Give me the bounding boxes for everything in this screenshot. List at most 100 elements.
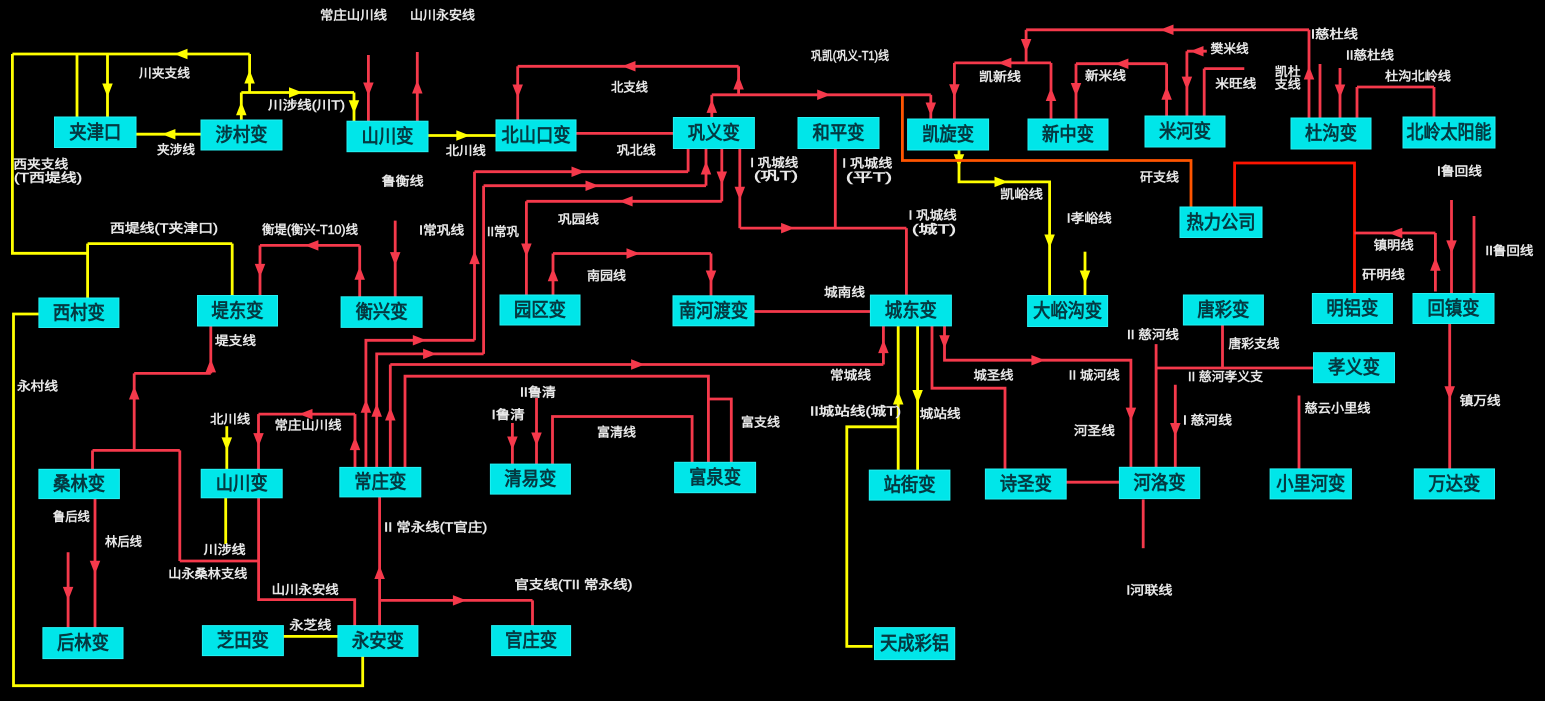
svg-text:南园线: 南园线 [587, 268, 627, 283]
svg-text:支线: 支线 [1275, 78, 1302, 92]
svg-text:山川变: 山川变 [362, 125, 414, 147]
svg-text:城东变: 城东变 [885, 300, 937, 322]
svg-text:(T西堤线): (T西堤线) [14, 171, 82, 185]
svg-text:米旺线: 米旺线 [1215, 77, 1257, 91]
svg-text:I慈杜线: I慈杜线 [1311, 27, 1359, 42]
svg-text:西村变: 西村变 [53, 302, 105, 324]
svg-text:巩北线: 巩北线 [617, 143, 657, 157]
svg-text:巩凯(巩义-T1)线: 巩凯(巩义-T1)线 [811, 49, 889, 63]
svg-text:米河变: 米河变 [1159, 121, 1211, 143]
svg-text:巩园线: 巩园线 [558, 213, 600, 227]
svg-text:I 巩城线: I 巩城线 [909, 209, 958, 223]
svg-text:唐彩支线: 唐彩支线 [1229, 336, 1280, 351]
svg-text:北川线: 北川线 [210, 413, 251, 427]
svg-text:回镇变: 回镇变 [1428, 298, 1480, 320]
svg-text:凯新线: 凯新线 [979, 69, 1022, 84]
svg-text:I河联线: I河联线 [1126, 583, 1173, 597]
svg-text:涉村变: 涉村变 [216, 124, 268, 146]
svg-text:山永桑林支线: 山永桑林支线 [168, 567, 248, 581]
svg-text:川涉线(川T): 川涉线(川T) [268, 99, 345, 113]
svg-text:富清线: 富清线 [597, 425, 637, 440]
svg-text:常庄山川线: 常庄山川线 [320, 8, 388, 23]
svg-text:芝田变: 芝田变 [217, 630, 269, 652]
svg-text:凯旋变: 凯旋变 [922, 124, 974, 146]
svg-text:I孝峪线: I孝峪线 [1067, 212, 1113, 226]
svg-text:II 慈河线: II 慈河线 [1127, 327, 1180, 342]
svg-text:鲁衡线: 鲁衡线 [382, 175, 425, 189]
svg-text:天成彩铝: 天成彩铝 [880, 633, 949, 655]
svg-text:I常巩线: I常巩线 [419, 224, 465, 238]
svg-text:新米线: 新米线 [1085, 68, 1127, 83]
svg-text:(城T): (城T) [912, 223, 956, 237]
svg-text:城站线: 城站线 [920, 407, 962, 421]
svg-text:永芝线: 永芝线 [289, 618, 332, 633]
svg-text:堤东变: 堤东变 [212, 300, 264, 322]
svg-text:站街变: 站街变 [884, 474, 936, 496]
svg-text:西夹支线: 西夹支线 [13, 157, 69, 171]
svg-text:万达变: 万达变 [1428, 473, 1480, 495]
svg-text:川涉线: 川涉线 [204, 543, 247, 557]
svg-text:镇万线: 镇万线 [1460, 394, 1502, 408]
svg-text:山川永安线: 山川永安线 [272, 582, 340, 597]
svg-text:桑林变: 桑林变 [53, 473, 105, 495]
svg-text:凯杜: 凯杜 [1275, 64, 1301, 79]
svg-text:山川变: 山川变 [216, 473, 268, 495]
svg-text:大峪沟变: 大峪沟变 [1033, 300, 1102, 322]
svg-text:II城站线(城T): II城站线(城T) [810, 404, 901, 418]
svg-text:官支线(TII 常永线): 官支线(TII 常永线) [514, 577, 632, 592]
svg-text:鲁后线: 鲁后线 [53, 510, 90, 524]
svg-text:II 城河线: II 城河线 [1069, 368, 1121, 382]
svg-text:镇明线: 镇明线 [1374, 239, 1415, 253]
svg-text:城南线: 城南线 [824, 285, 866, 300]
svg-text:常城线: 常城线 [830, 369, 872, 383]
svg-text:川夹支线: 川夹支线 [139, 67, 190, 81]
svg-text:园区变: 园区变 [514, 299, 566, 321]
svg-text:北岭太阳能: 北岭太阳能 [1407, 122, 1492, 144]
svg-text:II鲁回线: II鲁回线 [1485, 244, 1534, 258]
svg-text:唐彩变: 唐彩变 [1197, 299, 1249, 321]
svg-text:诗圣变: 诗圣变 [1000, 473, 1052, 495]
svg-text:I 巩城线: I 巩城线 [750, 156, 799, 170]
svg-text:热力公司: 热力公司 [1187, 211, 1256, 233]
svg-text:新中变: 新中变 [1042, 124, 1094, 146]
svg-text:巩义变: 巩义变 [688, 122, 740, 144]
svg-text:河圣线: 河圣线 [1074, 424, 1116, 438]
svg-text:南河渡变: 南河渡变 [679, 300, 748, 322]
svg-text:北支线: 北支线 [611, 81, 648, 95]
svg-text:(平T): (平T) [846, 171, 892, 185]
svg-text:(巩T): (巩T) [754, 169, 798, 183]
svg-text:凯峪线: 凯峪线 [1000, 188, 1044, 202]
svg-text:衡堤(衡兴-T10)线: 衡堤(衡兴-T10)线 [262, 223, 358, 237]
svg-text:小里河变: 小里河变 [1276, 473, 1345, 495]
svg-text:城圣线: 城圣线 [974, 369, 1015, 383]
svg-text:樊米线: 樊米线 [1211, 42, 1249, 56]
svg-text:衡兴变: 衡兴变 [356, 301, 408, 323]
svg-text:堤支线: 堤支线 [215, 334, 257, 348]
svg-text:夹津口: 夹津口 [69, 121, 121, 143]
svg-text:西堤线(T夹津口): 西堤线(T夹津口) [110, 222, 218, 236]
svg-text:永安变: 永安变 [352, 630, 404, 652]
svg-text:后林变: 后林变 [57, 632, 109, 654]
svg-text:矸明线: 矸明线 [1362, 268, 1406, 282]
svg-text:和平变: 和平变 [813, 122, 865, 144]
svg-text:林后线: 林后线 [105, 535, 142, 549]
svg-text:II常巩: II常巩 [487, 225, 519, 239]
svg-text:孝义变: 孝义变 [1328, 357, 1380, 379]
svg-text:杜沟北岭线: 杜沟北岭线 [1385, 69, 1452, 84]
svg-text:I 巩城线: I 巩城线 [842, 157, 893, 171]
svg-text:官庄变: 官庄变 [505, 630, 557, 652]
svg-text:富泉变: 富泉变 [689, 467, 741, 489]
svg-text:杜沟变: 杜沟变 [1305, 123, 1357, 145]
svg-text:河洛变: 河洛变 [1134, 472, 1186, 494]
svg-text:I鲁回线: I鲁回线 [1437, 165, 1483, 179]
svg-text:II 常永线(T官庄): II 常永线(T官庄) [384, 520, 487, 535]
svg-text:北川线: 北川线 [446, 144, 487, 158]
svg-text:常庄山川线: 常庄山川线 [275, 418, 343, 433]
svg-text:慈云小里线: 慈云小里线 [1305, 400, 1372, 415]
svg-text:山川永安线: 山川永安线 [410, 8, 476, 23]
svg-text:I 慈河线: I 慈河线 [1183, 412, 1233, 427]
svg-text:清易变: 清易变 [504, 468, 556, 490]
svg-text:富支线: 富支线 [741, 414, 781, 429]
svg-text:永村线: 永村线 [17, 380, 59, 394]
svg-text:I鲁清: I鲁清 [492, 408, 525, 422]
